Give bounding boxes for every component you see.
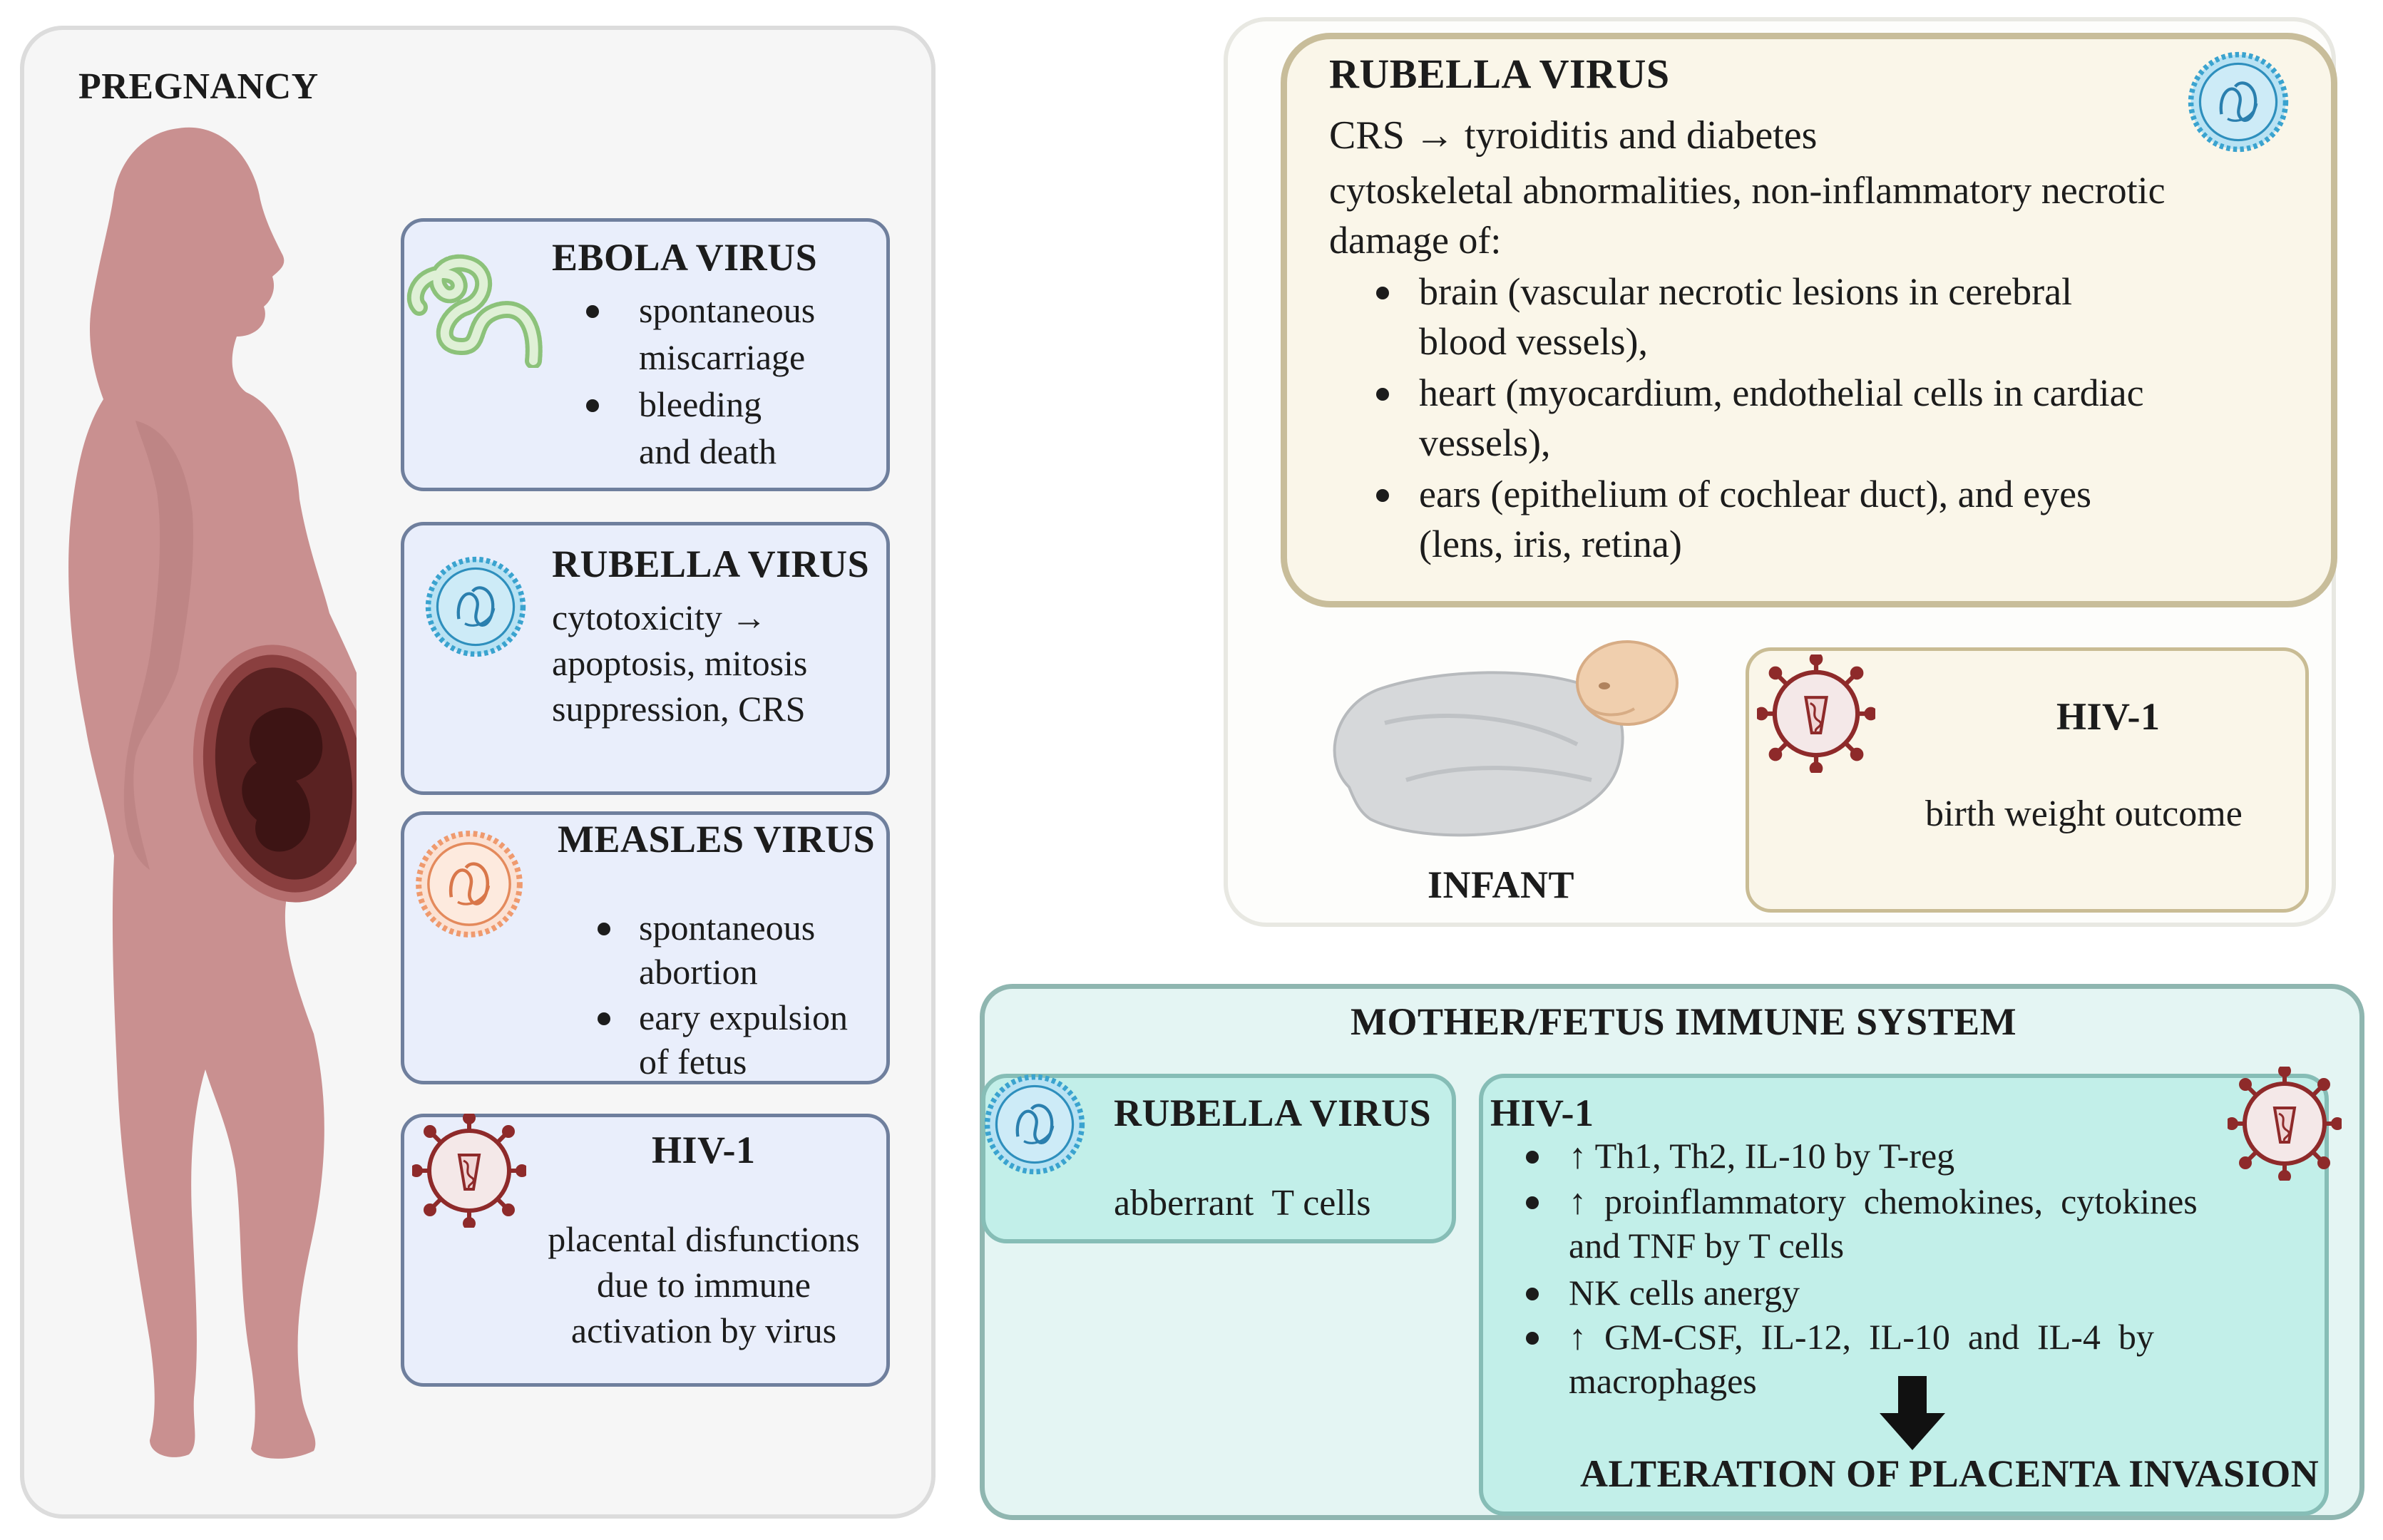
- rubella-virus-icon: [981, 1071, 1088, 1178]
- bullet-dot: [1526, 1332, 1539, 1345]
- measles-bullet-1: spontaneous abortion: [639, 908, 816, 992]
- pregnancy-title: PREGNANCY: [78, 66, 319, 107]
- infant-rubella-line1: CRS → tyroiditis and diabetes: [1329, 113, 1818, 158]
- list-item: ↑ proinflammatory chemokines, cytokines: [1526, 1179, 2322, 1223]
- bullet-dot: [598, 923, 610, 935]
- immune-bullet-gmcsf: ↑ GM-CSF, IL-12, IL-10 and IL-4 by: [1569, 1317, 2154, 1357]
- infant-hiv-title: HIV-1: [2056, 695, 2161, 738]
- immune-bullet-proinflammatory: ↑ proinflammatory chemokines, cytokines: [1569, 1181, 2198, 1221]
- bullet-dot: [1376, 287, 1389, 299]
- hiv-effects-text: placental disfunctions due to immune act…: [548, 1219, 860, 1350]
- measles-virus-box: [401, 811, 890, 1084]
- infant-rubella-title: RUBELLA VIRUS: [1329, 51, 1670, 97]
- bullet-dot: [1376, 388, 1389, 401]
- list-item: NK cells anergy: [1526, 1270, 2322, 1315]
- immune-rubella-title: RUBELLA VIRUS: [1114, 1092, 1432, 1134]
- list-item: ↑ GM-CSF, IL-12, IL-10 and IL-4 by: [1526, 1315, 2322, 1359]
- list-item-continuation: macrophages: [1526, 1359, 2322, 1403]
- bullet-dot: [598, 1012, 610, 1025]
- ebola-title: EBOLA VIRUS: [552, 236, 818, 279]
- rubella-title: RUBELLA VIRUS: [552, 543, 870, 585]
- list-item-continuation: and TNF by T cells: [1526, 1223, 2322, 1270]
- list-item: ↑ Th1, Th2, IL-10 by T-reg: [1526, 1134, 2322, 1179]
- measles-bullet-2: eary expulsion of fetus: [639, 997, 848, 1082]
- bullet-dot: [586, 305, 599, 318]
- pregnant-woman-silhouette: [68, 127, 357, 1459]
- measles-title: MEASLES VIRUS: [558, 818, 876, 861]
- infant-hiv-text: birth weight outcome: [1925, 794, 2243, 834]
- infant-bullet-heart: heart (myocardium, endothelial cells in …: [1419, 371, 2144, 464]
- rubella-virus-icon: [422, 553, 529, 660]
- hiv-title: HIV-1: [652, 1129, 756, 1171]
- measles-virus-icon: [412, 827, 526, 941]
- infant-rubella-line2: cytoskeletal abnormalities, non-inflamma…: [1329, 169, 2166, 262]
- bullet-dot: [1526, 1288, 1539, 1300]
- ebola-bullet-2: bleeding and death: [639, 384, 777, 471]
- infant-bullet-brain: brain (vascular necrotic lesions in cere…: [1419, 270, 2073, 363]
- bullet-dot: [1526, 1196, 1539, 1209]
- immune-bullet-nk: NK cells anergy: [1569, 1273, 1800, 1313]
- placenta-invasion-outcome: ALTERATION OF PLACENTA INVASION: [1580, 1452, 2320, 1495]
- ebola-virus-icon: [391, 240, 555, 368]
- infant-label: INFANT: [1428, 863, 1575, 906]
- rubella-effects-text: cytotoxicity → apoptosis, mitosis suppre…: [552, 597, 808, 729]
- ebola-bullet-1: spontaneous miscarriage: [639, 290, 816, 377]
- hiv-virus-icon: [1757, 654, 1875, 773]
- bullet-dot: [586, 399, 599, 412]
- infant-rubella-box: [1281, 33, 2337, 607]
- bullet-dot: [1526, 1151, 1539, 1164]
- immune-system-title: MOTHER/FETUS IMMUNE SYSTEM: [1351, 1000, 2017, 1043]
- immune-bullet-gmcsf-cont: macrophages: [1569, 1361, 1757, 1401]
- hiv-virus-icon: [412, 1114, 526, 1228]
- swaddled-infant: [1333, 640, 1679, 837]
- immune-rubella-text: abberrant T cells: [1114, 1183, 1371, 1223]
- bullet-dot: [1376, 489, 1389, 502]
- rubella-virus-icon: [2185, 48, 2292, 155]
- immune-bullet-proinflammatory-cont: and TNF by T cells: [1569, 1226, 1845, 1266]
- immune-hiv-box: [1479, 1074, 2329, 1516]
- immune-hiv-title: HIV-1: [1490, 1092, 1594, 1134]
- immune-bullet-th: ↑ Th1, Th2, IL-10 by T-reg: [1569, 1136, 1955, 1176]
- immune-hiv-bullet-list: ↑ Th1, Th2, IL-10 by T-reg ↑ proinflamma…: [1526, 1134, 2322, 1403]
- down-arrow-icon: [1880, 1376, 1945, 1450]
- infant-bullet-ears-eyes: ears (epithelium of cochlear duct), and …: [1419, 473, 2092, 565]
